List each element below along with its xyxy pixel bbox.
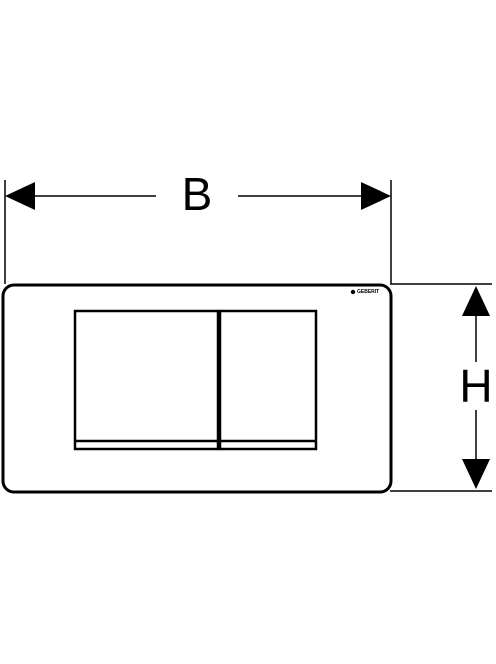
flush-plate: GEBERIT (1, 283, 393, 494)
height-dimension: H (390, 283, 493, 492)
brand-logo: GEBERIT (350, 289, 379, 295)
small-flush-button[interactable] (218, 309, 318, 451)
width-arrow-right (361, 182, 391, 210)
height-arrow-top (462, 286, 490, 316)
brand-text: GEBERIT (357, 289, 379, 295)
height-label: H (459, 360, 492, 412)
large-flush-button[interactable] (73, 309, 220, 451)
brand-logo-icon (350, 289, 356, 295)
large-flush-button-outline (73, 309, 220, 451)
plate-outline (1, 283, 393, 494)
height-arrow-bottom (462, 459, 490, 489)
small-flush-button-outline (218, 309, 318, 451)
width-dimension: B (4, 168, 392, 284)
width-label: B (182, 168, 213, 220)
width-arrow-left (5, 182, 35, 210)
